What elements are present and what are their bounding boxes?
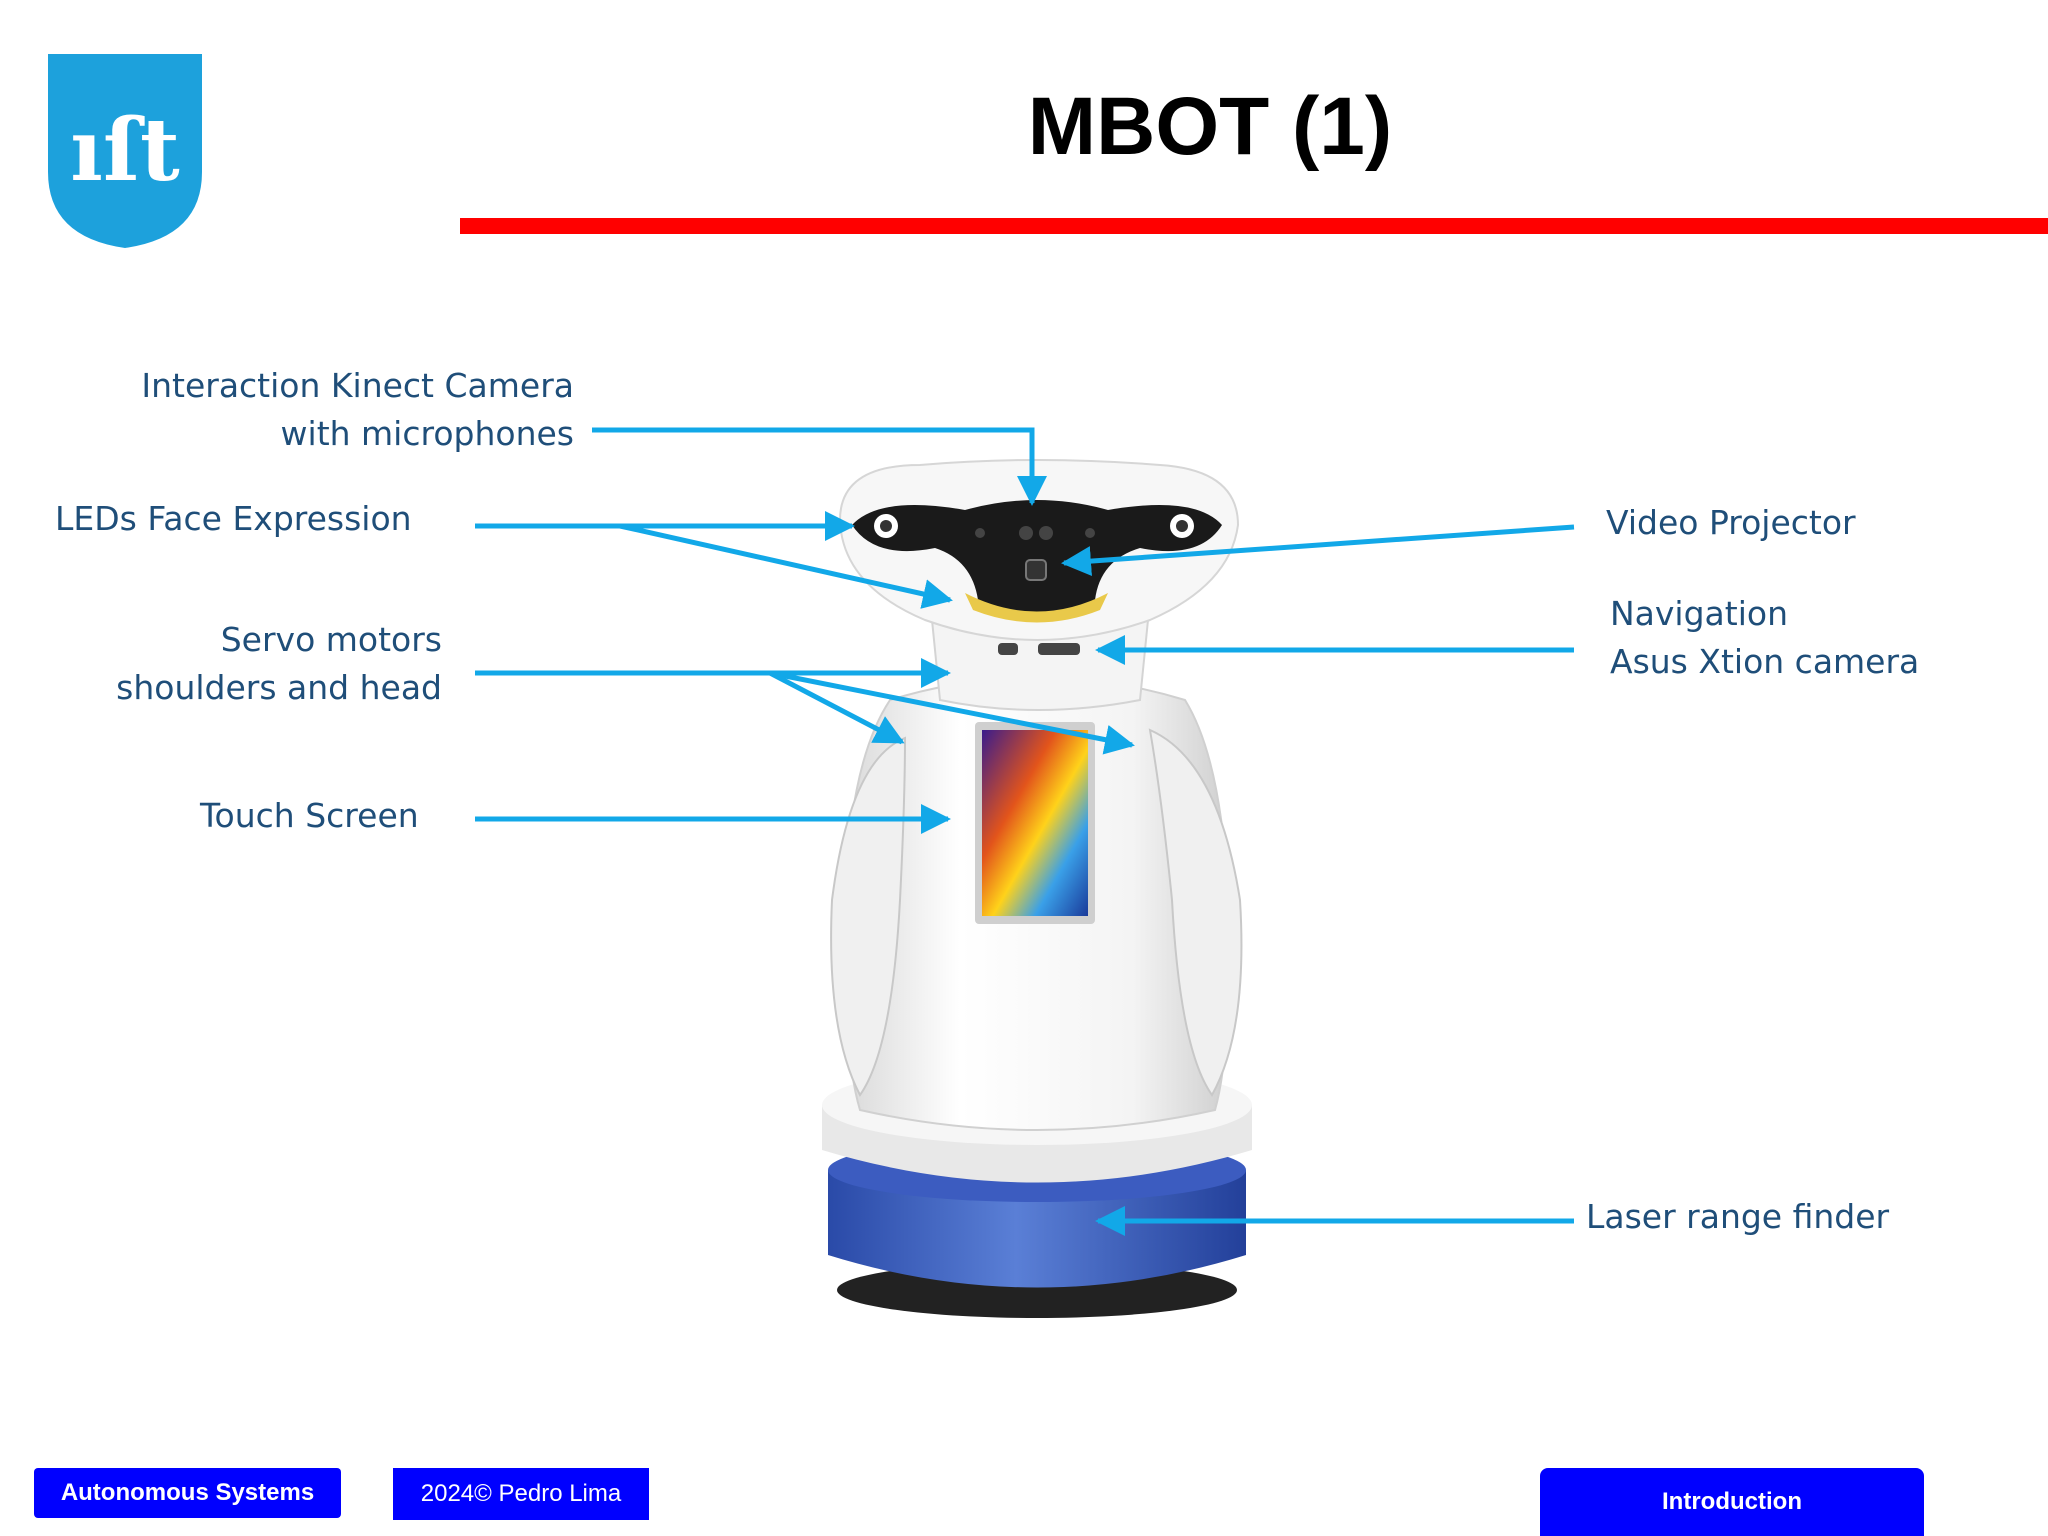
arrow-kinect [592, 427, 1047, 506]
label-navigation: Navigation Asus Xtion camera [1610, 590, 1919, 686]
label-servo-line1: Servo motors [220, 620, 442, 659]
label-nav-line1: Navigation [1610, 594, 1788, 633]
arrow-leds-2 [619, 523, 953, 609]
title-rule [460, 218, 2048, 234]
robot-head [838, 459, 1240, 655]
footer-course: Autonomous Systems [34, 1468, 341, 1518]
label-projector: Video Projector [1606, 503, 1856, 542]
label-laser: Laser range finder [1586, 1197, 1890, 1236]
callout-arrows [475, 427, 1575, 1236]
label-servo: Servo motors shoulders and head [100, 616, 442, 712]
robot-left-arm [830, 736, 907, 1097]
label-touch: Touch Screen [200, 796, 419, 835]
label-leds: LEDs Face Expression [55, 499, 412, 538]
arrow-servo-3 [769, 670, 1135, 755]
arrow-servo-2 [768, 670, 905, 745]
label-servo-line2: shoulders and head [116, 668, 442, 707]
label-kinect-line2: with microphones [280, 414, 574, 453]
label-kinect: Interaction Kinect Camera with microphon… [100, 362, 574, 458]
robot-right-arm [1148, 728, 1243, 1097]
ist-logo: ıſt [48, 54, 202, 248]
footer-section: Introduction [1540, 1468, 1924, 1536]
footer-author: 2024© Pedro Lima [393, 1468, 649, 1520]
logo-lettering: ıſt [70, 100, 180, 201]
slide-title: MBOT (1) [1027, 81, 1393, 172]
arrow-projector [1061, 524, 1575, 577]
label-nav-line2: Asus Xtion camera [1610, 642, 1920, 681]
label-kinect-line1: Interaction Kinect Camera [141, 366, 574, 405]
